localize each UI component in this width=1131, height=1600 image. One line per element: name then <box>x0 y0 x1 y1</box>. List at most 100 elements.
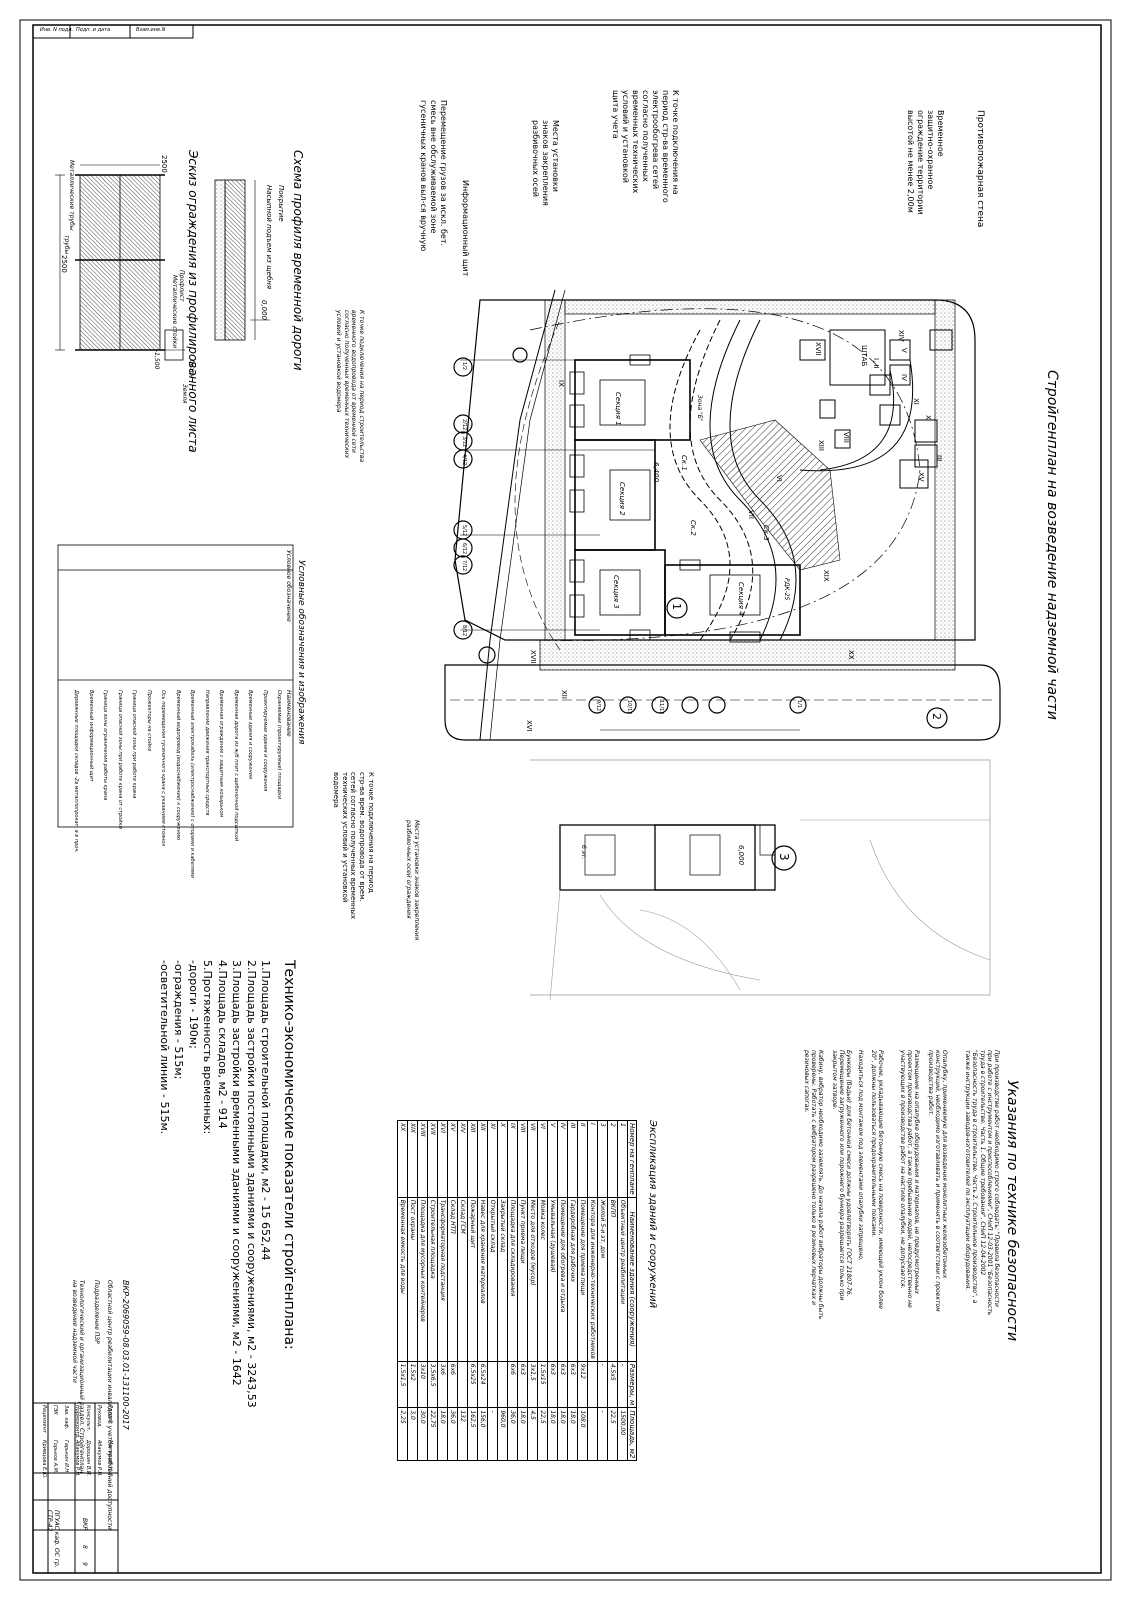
explication-cell: XIII <box>467 1120 478 1198</box>
tb-person: Абакумов Р.Н. <box>74 1440 80 1477</box>
explication-cell: 1 <box>617 1120 628 1198</box>
axis-bubble-4: 4/12 <box>461 454 467 466</box>
label-crane-2: Ск.2 <box>689 520 697 536</box>
explication-cell: XV <box>447 1120 458 1198</box>
explication-cell: 9х12 <box>577 1361 588 1408</box>
explication-cell: X <box>497 1120 508 1198</box>
legend-row-text: Временный информационный щит <box>87 690 94 782</box>
explication-cell: Объектный центр реабилитации <box>617 1197 628 1362</box>
explication-cell: 132 <box>457 1407 468 1461</box>
explication-header: Номер на генплане <box>627 1120 637 1198</box>
explication-cell: Пост охраны <box>407 1197 418 1362</box>
explication-cell: 1,5х1,5 <box>397 1361 408 1408</box>
explication-header: Площадь, м2 <box>627 1407 637 1461</box>
explication-cell: Помещение для обогрева и отдыха <box>557 1197 568 1362</box>
callout-heat: К точке подключения на период строительс… <box>335 310 366 463</box>
explication-cell: 2 <box>607 1120 618 1198</box>
tb-person: Дорошин В.И. <box>85 1440 91 1477</box>
fence-label-post: Металлические стойки <box>171 275 178 349</box>
explication-cell: Умывальная (душевая) <box>547 1197 558 1362</box>
tb-stage: ВКР <box>81 1518 88 1530</box>
tb-role: ГЭК <box>52 1405 58 1415</box>
roman-IX: IX <box>557 380 565 387</box>
explication-cell: - <box>487 1407 498 1461</box>
axis-bubbles <box>453 357 807 714</box>
label-section-2: Секция 2 <box>618 482 626 516</box>
label-section-4: Секция 4 <box>737 582 745 616</box>
callout-info-board: Информационный щит <box>461 180 470 277</box>
explication-cell: 3 <box>597 1120 608 1198</box>
axis-bubble-3: 3/12 <box>461 436 467 448</box>
axis-bubble-11: 11/12 <box>658 700 664 715</box>
roman-XI: XI <box>912 398 920 405</box>
explication-cell: Временная емкость для воды <box>397 1197 408 1362</box>
tep-item: 1.Площадь строительной площадки, м2 - 15… <box>259 960 272 1261</box>
stamp-sign: Подп. и дата <box>76 27 111 33</box>
safety-paragraph: Размещение на опалубке оборудования и ма… <box>898 1050 920 1308</box>
explication-cell: XII <box>477 1120 488 1198</box>
explication-cell: Склад ГСМ <box>457 1197 468 1362</box>
tb-role: Консульт. <box>85 1405 91 1432</box>
label-crane-4: РДК-25 <box>783 578 790 601</box>
roman-VI: VI <box>775 475 783 482</box>
fence-label-pipes: Металлические трубы <box>68 160 75 231</box>
callout-power: К точке подключения на период стр-ва вре… <box>611 90 680 203</box>
explication-cell: XIV <box>457 1120 468 1198</box>
explication-cell: 18,0 <box>437 1407 448 1461</box>
explication-cell: IV <box>557 1120 568 1198</box>
tb-role: Разраб. <box>107 1405 113 1425</box>
explication-cell: 6х3 <box>567 1361 578 1408</box>
roman-VIII: VIII <box>842 432 850 443</box>
explication-cell: Жилой 5-и эт. дом <box>597 1197 608 1362</box>
axis-bubble-1: 1/2 <box>461 362 467 371</box>
tep-item: -ограждения - 515м; <box>172 960 185 1080</box>
legend-row-text: Ось перемещения гусеничного крана с указ… <box>160 690 166 847</box>
inner-frame <box>32 24 1102 1574</box>
explication-cell: 22,5 <box>607 1407 618 1461</box>
safety-paragraph: Находиться под монтажом под элементами о… <box>857 1050 864 1261</box>
legend-title: Условные обозначения и изображения <box>296 560 306 745</box>
explication-cell: 6х6 <box>507 1361 518 1408</box>
fence-dim-side: 2500 <box>60 255 68 273</box>
explication-cell: VIII <box>517 1120 528 1198</box>
fence-label-pipes2: трубы <box>63 235 70 255</box>
callout-axis-marks: Места установки знаков закрепления разби… <box>405 820 421 941</box>
roman-XIII: XIII <box>817 440 825 451</box>
explication-cell: Строительная площадка <box>427 1197 438 1362</box>
explication-cell: XVII <box>427 1120 438 1198</box>
explication-cell: Мойка колес <box>537 1197 548 1362</box>
explication-cell: 6х3 <box>547 1361 558 1408</box>
explication-cell: 18,0 <box>567 1407 578 1461</box>
explication-cell: Гардеробная для рабочих <box>567 1197 578 1362</box>
explication-cell: I <box>587 1120 598 1198</box>
explication-cell: Контора для инженерно-технических работн… <box>587 1197 598 1362</box>
explication-header: Размеры, м <box>627 1361 637 1408</box>
explication-cell: XVI <box>437 1120 448 1198</box>
explication-cell: XIX <box>407 1120 418 1198</box>
tb-role: Руковод. <box>96 1405 102 1429</box>
circle-1-label: 1 <box>670 603 683 610</box>
fence-label-concrete: бетон <box>188 360 195 379</box>
explication-cell: 3,5х6,5 <box>427 1361 438 1408</box>
callout-cargo: Перемещение грузов за искл. бет. смесь в… <box>419 100 448 252</box>
explication-cell: XI <box>487 1120 498 1198</box>
explication-cell <box>587 1407 598 1461</box>
explication-cell: 162,5 <box>467 1407 478 1461</box>
roman-V: V <box>900 348 908 353</box>
explication-cell: 1,5х2 <box>407 1361 418 1408</box>
tb-person: Горьков А.М. <box>52 1440 58 1474</box>
road-layer-desc: Насыпной подъем из щебня <box>265 185 273 290</box>
explication-cell <box>497 1361 508 1408</box>
axis-bubble-10: 10/12 <box>626 700 632 715</box>
callout-fence: Временное защитно-охранное ограждение те… <box>906 110 945 215</box>
tb-role: Нормоконтр. <box>74 1405 80 1439</box>
explication-cell: 2,25 <box>397 1407 408 1461</box>
explication-cell: 3,0 <box>407 1407 418 1461</box>
